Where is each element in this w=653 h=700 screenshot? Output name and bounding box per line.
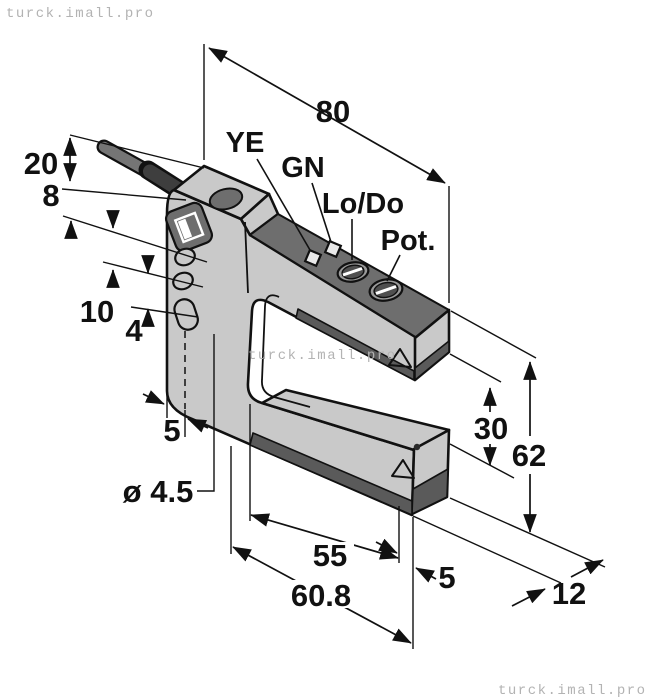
extension-line — [69, 134, 205, 169]
watermark-top-left: turck.imall.pro — [6, 6, 155, 22]
green-led-label: GN — [281, 152, 325, 184]
dim-60-8-label: 60.8 — [291, 578, 351, 613]
extension-line — [62, 215, 208, 263]
spine-right-edge — [244, 221, 249, 294]
side-window-frame — [173, 211, 205, 244]
sensitivity-potentiometer-slot — [375, 285, 397, 295]
dim-55-label: 55 — [313, 538, 347, 573]
dim-10-label: 10 — [80, 294, 114, 329]
dim-80-line — [208, 47, 446, 184]
dim-4-label: 4 — [125, 313, 143, 348]
dim-5-right-arrow — [415, 567, 437, 583]
top-window-oval — [208, 187, 244, 211]
extension-line — [449, 443, 515, 479]
dim-12-label: 12 — [552, 576, 586, 611]
green-led-leader — [311, 182, 332, 243]
potentiometer-label: Pot. — [381, 225, 436, 257]
beam-aperture-dot — [413, 443, 421, 451]
watermark-bottom-right: turck.imall.pro — [498, 683, 647, 699]
dim-12-arrow — [511, 588, 546, 607]
extension-line — [450, 310, 537, 359]
light-dark-label: Lo/Do — [322, 188, 404, 220]
screw-hole-2 — [172, 271, 194, 291]
warning-triangle-lower — [391, 459, 415, 479]
lower-beam-window-strip — [249, 432, 413, 516]
green-led-window — [323, 239, 343, 259]
dim-hole-leader — [197, 334, 215, 492]
extension-line — [449, 497, 606, 568]
watermark-center: turck.imall.pro — [248, 348, 397, 364]
extension-line — [449, 353, 502, 383]
dim-8-label: 8 — [42, 178, 59, 213]
extension-line — [61, 188, 187, 201]
yellow-led-label: YE — [226, 127, 265, 159]
dim-hole-label: ø 4.5 — [123, 474, 194, 509]
yellow-led-window — [303, 248, 323, 268]
light-dark-selector-slot — [342, 267, 363, 277]
label-gap — [285, 580, 358, 608]
dim-62-label: 62 — [512, 438, 546, 473]
dim-5-left-arrow — [142, 390, 165, 405]
upper-arm-end-band — [414, 340, 450, 381]
upper-beam-window-strip — [295, 308, 415, 381]
extension-line — [412, 515, 562, 584]
dim-30-label: 30 — [474, 411, 508, 446]
dim-80-label: 80 — [316, 94, 350, 129]
side-window — [164, 201, 214, 253]
extension-line — [102, 261, 204, 288]
dim-5-right-label: 5 — [438, 560, 455, 595]
warning-triangle-upper — [388, 348, 412, 368]
potentiometer-leader — [386, 254, 401, 282]
side-window-bar — [177, 218, 193, 240]
dim-12-arrow — [570, 559, 604, 578]
yellow-led-leader — [256, 158, 311, 251]
dim-5-left-label: 5 — [163, 413, 180, 448]
dim-5-right-arrow — [375, 538, 398, 554]
slot-inner-wall-edge — [261, 294, 311, 408]
slotted-mounting-hole — [173, 298, 199, 331]
dim-5-left-arrow — [187, 418, 209, 433]
dim-20-label: 20 — [24, 146, 58, 181]
